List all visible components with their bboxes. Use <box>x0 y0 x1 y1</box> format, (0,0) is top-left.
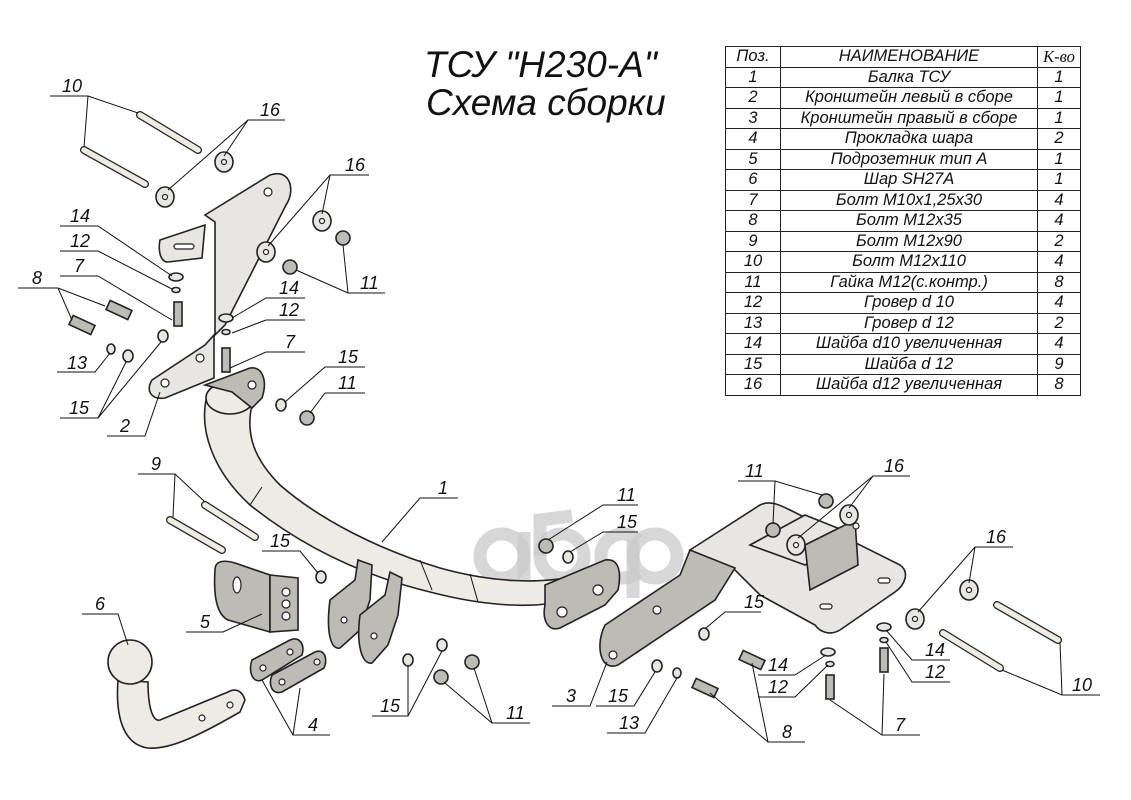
part-name: Болт М12х110 <box>780 251 1038 273</box>
callout-7: 7 <box>74 256 85 276</box>
tow-bar-beam <box>202 367 621 630</box>
callout-16: 16 <box>260 100 281 120</box>
bolts-10-right <box>939 601 1062 672</box>
callout-labels: 10 16 16 14 12 7 8 13 15 2 14 12 7 11 15… <box>32 76 1092 742</box>
part-name: Шар SH27A <box>780 169 1038 191</box>
callout-10: 10 <box>1072 675 1092 695</box>
right-bracket <box>599 502 907 667</box>
drawing-title: ТСУ "H230-A" <box>424 44 657 85</box>
left-bracket <box>148 172 292 400</box>
callout-1: 1 <box>438 478 448 498</box>
callout-14: 14 <box>768 655 788 675</box>
callout-11: 11 <box>360 273 379 293</box>
part-quantity: 1 <box>1037 148 1081 170</box>
callout-12: 12 <box>925 662 945 682</box>
callout-15: 15 <box>338 347 359 367</box>
callout-14: 14 <box>279 278 299 298</box>
callout-14: 14 <box>925 640 945 660</box>
callout-7: 7 <box>895 715 906 735</box>
callout-9: 9 <box>151 454 161 474</box>
bolts-10-left <box>80 111 202 188</box>
ball-spacers <box>249 638 327 694</box>
socket-plate <box>213 560 299 634</box>
callout-15: 15 <box>617 512 638 532</box>
short-bolts <box>67 299 889 700</box>
bolts-9 <box>166 501 259 554</box>
leader-lines <box>18 95 1100 743</box>
part-quantity: 4 <box>1037 251 1081 273</box>
part-quantity: 8 <box>1037 374 1081 396</box>
part-position: 16 <box>725 374 781 396</box>
callout-15: 15 <box>69 398 90 418</box>
part-name: Подрозетник тип А <box>780 148 1038 170</box>
callout-11: 11 <box>506 703 525 723</box>
callout-10: 10 <box>62 76 82 96</box>
callout-8: 8 <box>782 722 792 742</box>
part-position: 11 <box>725 271 781 293</box>
callout-2: 2 <box>119 416 130 436</box>
callout-12: 12 <box>768 677 788 697</box>
callout-15: 15 <box>608 686 629 706</box>
callout-15: 15 <box>380 696 401 716</box>
callout-15: 15 <box>270 531 291 551</box>
callout-5: 5 <box>200 612 211 632</box>
callout-16: 16 <box>884 456 905 476</box>
callout-12: 12 <box>70 231 90 251</box>
callout-11: 11 <box>617 485 636 505</box>
callout-11: 11 <box>745 461 764 481</box>
part-name: Болт М12х90 <box>780 230 1038 252</box>
callout-15: 15 <box>744 592 765 612</box>
callout-6: 6 <box>95 594 106 614</box>
callout-13: 13 <box>619 713 639 733</box>
callout-12: 12 <box>279 300 299 320</box>
callout-8: 8 <box>32 268 42 288</box>
header-pos: Поз. <box>725 46 781 68</box>
callout-13: 13 <box>67 353 87 373</box>
callout-16: 16 <box>345 155 366 175</box>
part-quantity: 4 <box>1037 333 1081 355</box>
callout-14: 14 <box>70 206 90 226</box>
tow-ball <box>107 639 246 749</box>
part-name: Кронштейн левый в сборе <box>780 87 1038 109</box>
callout-11: 11 <box>338 373 357 393</box>
beam-mount-lugs <box>327 558 403 664</box>
part-name: Прокладка шара <box>780 128 1038 150</box>
drawing-subtitle: Схема сборки <box>426 82 666 123</box>
callout-7: 7 <box>285 332 296 352</box>
part-name: Шайба d12 увеличенная <box>780 374 1038 396</box>
callout-16: 16 <box>986 527 1007 547</box>
parts-table-header: Поз. НАИМЕНОВАНИЕ К-во <box>725 46 1081 68</box>
callout-3: 3 <box>566 686 576 706</box>
callout-4: 4 <box>308 715 318 735</box>
